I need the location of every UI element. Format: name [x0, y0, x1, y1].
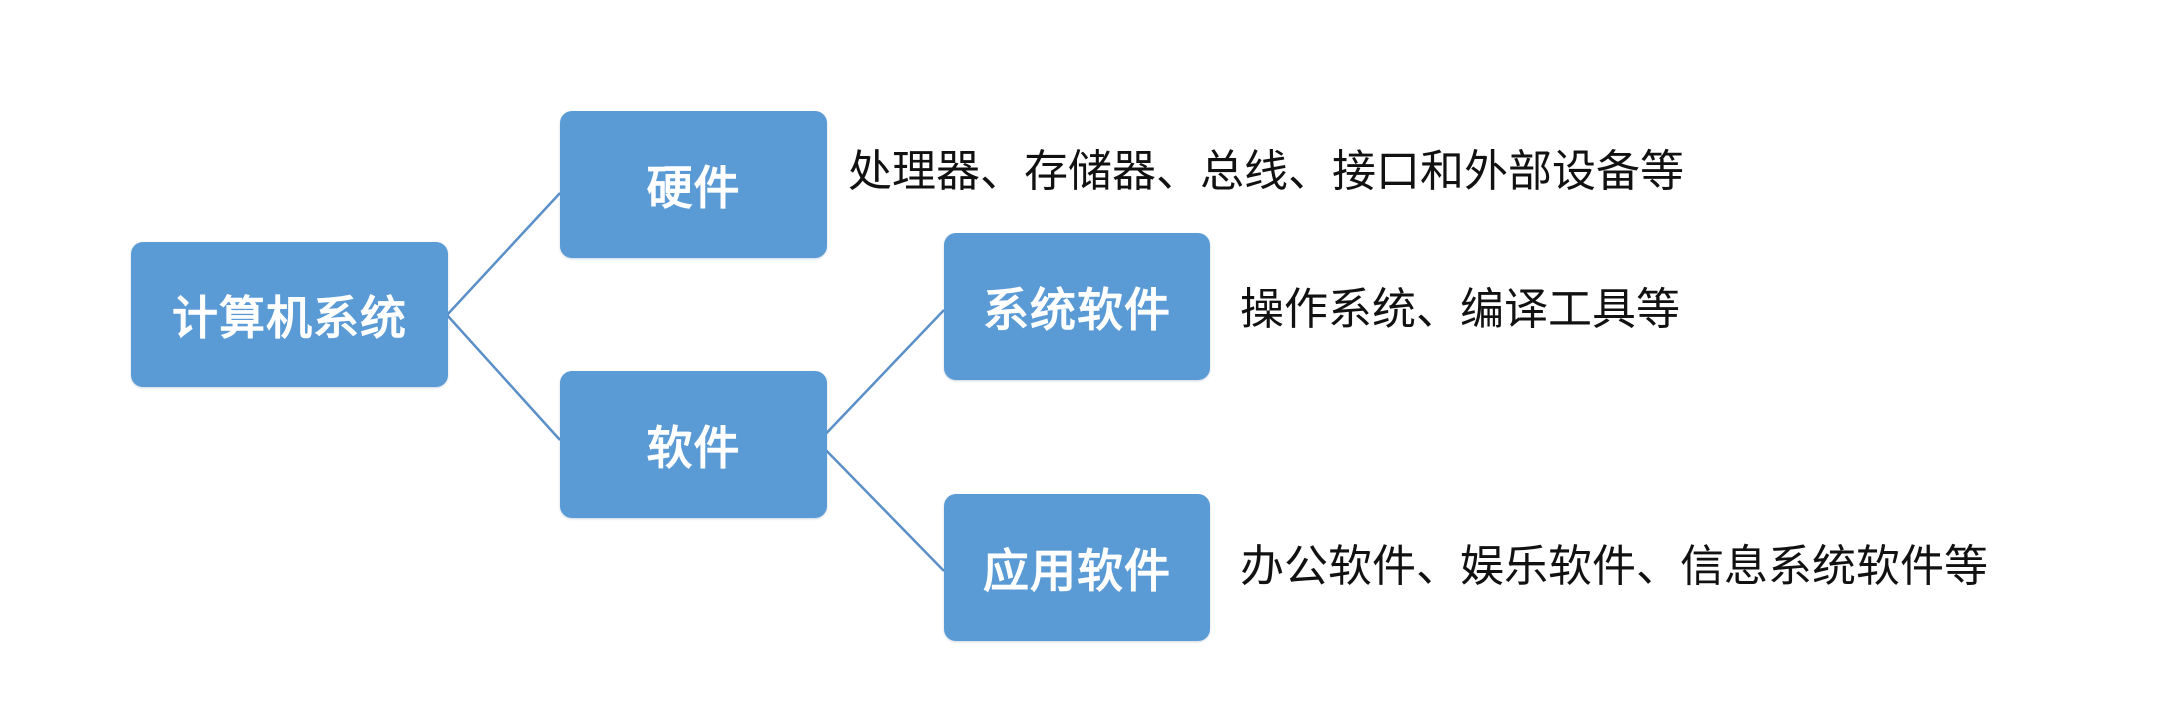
node-system-software: 系统软件 [944, 233, 1210, 380]
connector-software-system [817, 309, 945, 443]
node-computer-system: 计算机系统 [131, 242, 448, 387]
node-application-software: 应用软件 [944, 494, 1210, 641]
connector-root-hardware [446, 192, 561, 316]
node-software: 软件 [560, 371, 827, 518]
system-software-description: 操作系统、编译工具等 [1240, 284, 1680, 335]
application-software-description: 办公软件、娱乐软件、信息系统软件等 [1240, 541, 1988, 592]
hardware-description: 处理器、存储器、总线、接口和外部设备等 [848, 146, 1684, 197]
connector-software-application [817, 441, 945, 572]
node-hardware: 硬件 [560, 111, 827, 258]
connector-root-software [446, 314, 561, 441]
